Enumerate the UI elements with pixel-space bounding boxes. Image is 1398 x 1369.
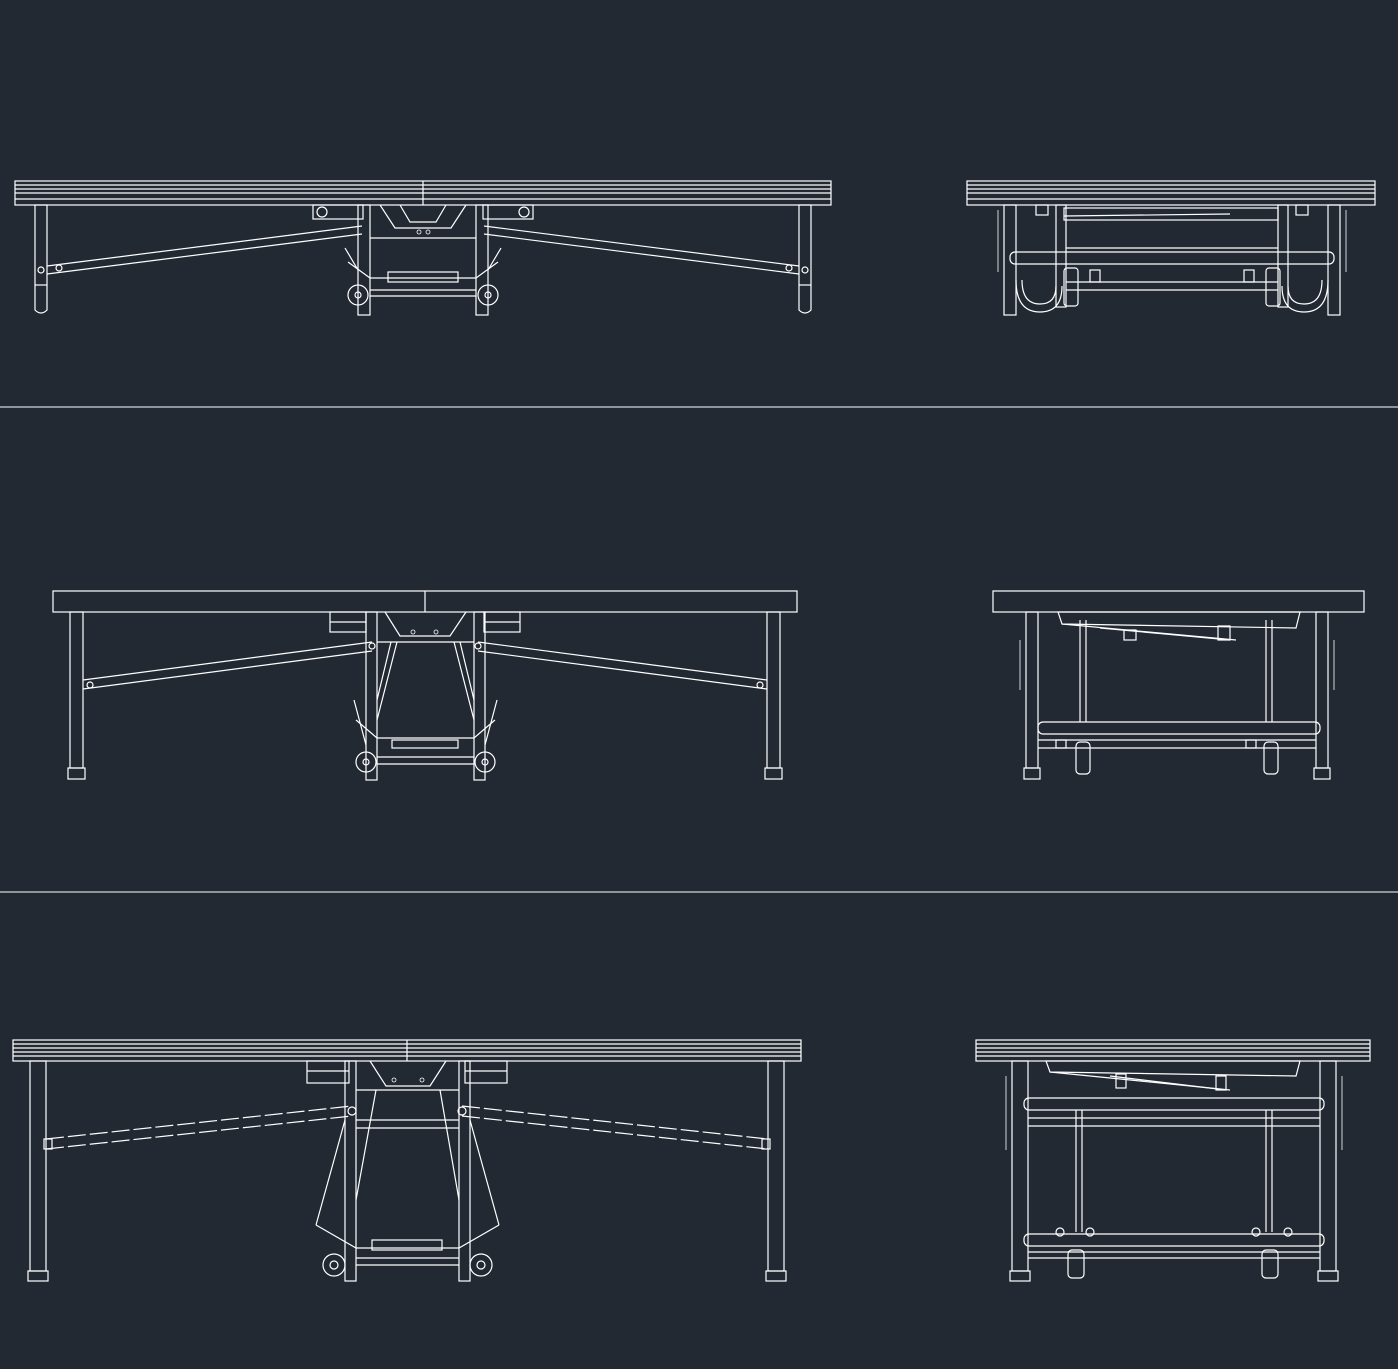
side-elevation-row-2 [52,590,798,781]
end-elevation-row-1 [966,180,1376,316]
end-elevation-row-2 [992,590,1365,780]
side-elevation-row-1 [14,180,832,316]
side-elevation-row-3 [12,1039,802,1282]
end-elevation-row-3 [975,1039,1371,1282]
